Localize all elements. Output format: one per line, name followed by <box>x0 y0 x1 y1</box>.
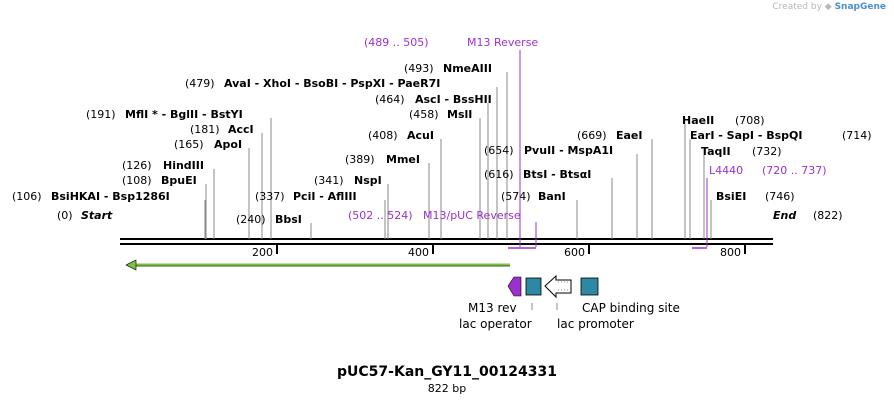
snapgene-logo-icon: ◆ <box>824 2 832 12</box>
site-name: BbsI <box>275 213 302 226</box>
site-name: EarI - SapI - BspQI <box>690 129 802 142</box>
site-name: BsiEI <box>716 190 746 203</box>
site-position: (341) <box>314 174 344 187</box>
site-name: NmeAIII <box>443 62 492 75</box>
feature-label-lac-promoter: lac promoter <box>557 317 634 331</box>
end-pos: (822) <box>813 209 843 222</box>
site-position: (108) <box>122 174 152 187</box>
feature-label-lac-operator: lac operator <box>459 317 532 331</box>
credit-brand: SnapGene <box>834 2 886 12</box>
lac-operator-feature <box>525 277 542 296</box>
site-position: (106) <box>12 190 42 203</box>
site-position: (240) <box>236 213 266 226</box>
site-name: HaeII <box>682 114 714 127</box>
credit-prefix: Created by <box>772 2 822 12</box>
site-position: (126) <box>122 159 152 172</box>
map-length: 822 bp <box>427 382 467 395</box>
site-name: AscI - BssHII <box>415 93 492 106</box>
site-name: PvuII - MspA1I <box>524 144 613 157</box>
site-position: (574) <box>501 190 531 203</box>
lac-promoter-feature <box>544 274 572 299</box>
primer-range: (502 .. 524) <box>348 209 413 222</box>
site-position: (181) <box>190 123 220 136</box>
site-position: (479) <box>185 77 215 90</box>
site-position: (654) <box>484 144 514 157</box>
start-pos: (0) <box>57 209 73 222</box>
site-position: (616) <box>484 168 514 181</box>
site-position: (458) <box>409 108 439 121</box>
primer-name: M13 Reverse <box>467 36 538 49</box>
snapgene-credit: Created by ◆ SnapGene <box>772 2 886 12</box>
site-position: (746) <box>765 190 795 203</box>
site-name: HindIII <box>163 159 204 172</box>
map-title: pUC57-Kan_GY11_00124331 <box>337 364 557 380</box>
site-name: BsiHKAI - Bsp1286I <box>51 190 170 203</box>
site-position: (389) <box>345 153 375 166</box>
site-position: (714) <box>842 129 872 142</box>
orf-arrow-head <box>125 259 137 271</box>
site-position: (191) <box>86 108 116 121</box>
site-name: PciI - AflIII <box>293 190 357 203</box>
site-name: MflI * - BglII - BstYI <box>125 108 243 121</box>
ruler-label: 600 <box>564 246 585 259</box>
site-position: (669) <box>577 129 607 142</box>
site-name: AcuI <box>407 129 434 142</box>
site-position: (708) <box>735 114 765 127</box>
primer-range: (489 .. 505) <box>364 36 429 49</box>
ruler-label: 400 <box>408 246 429 259</box>
site-position: (337) <box>255 190 285 203</box>
ruler-label: 800 <box>720 246 741 259</box>
start-label: Start <box>81 209 113 222</box>
site-position: (464) <box>375 93 405 106</box>
site-name: MslI <box>447 108 472 121</box>
site-name: BpuEI <box>161 174 197 187</box>
primer-name: M13/pUC Reverse <box>423 209 521 222</box>
cap-binding-site-feature <box>580 277 599 296</box>
feature-label-cap-binding-site: CAP binding site <box>582 301 680 315</box>
site-name: BtsI - BtsαI <box>523 168 591 181</box>
primer-name: L4440 <box>709 164 743 177</box>
site-position: (165) <box>174 138 204 151</box>
site-name: AccI <box>228 123 254 136</box>
m13-rev-feature <box>507 276 522 297</box>
site-name: EaeI <box>616 129 643 142</box>
site-name: NspI <box>354 174 382 187</box>
site-name: MmeI <box>386 153 420 166</box>
site-name: TaqII <box>701 145 731 158</box>
feature-label-m13-rev: M13 rev <box>468 301 517 315</box>
site-position: (732) <box>752 145 782 158</box>
site-name: AvaI - XhoI - BsoBI - PspXI - PaeR7I <box>224 77 440 90</box>
site-name: ApoI <box>214 138 242 151</box>
primer-range: (720 .. 737) <box>762 164 827 177</box>
site-position: (493) <box>404 62 434 75</box>
ruler-label: 200 <box>252 246 273 259</box>
site-position: (408) <box>368 129 398 142</box>
end-label: End <box>773 209 796 222</box>
site-name: BanI <box>538 190 566 203</box>
